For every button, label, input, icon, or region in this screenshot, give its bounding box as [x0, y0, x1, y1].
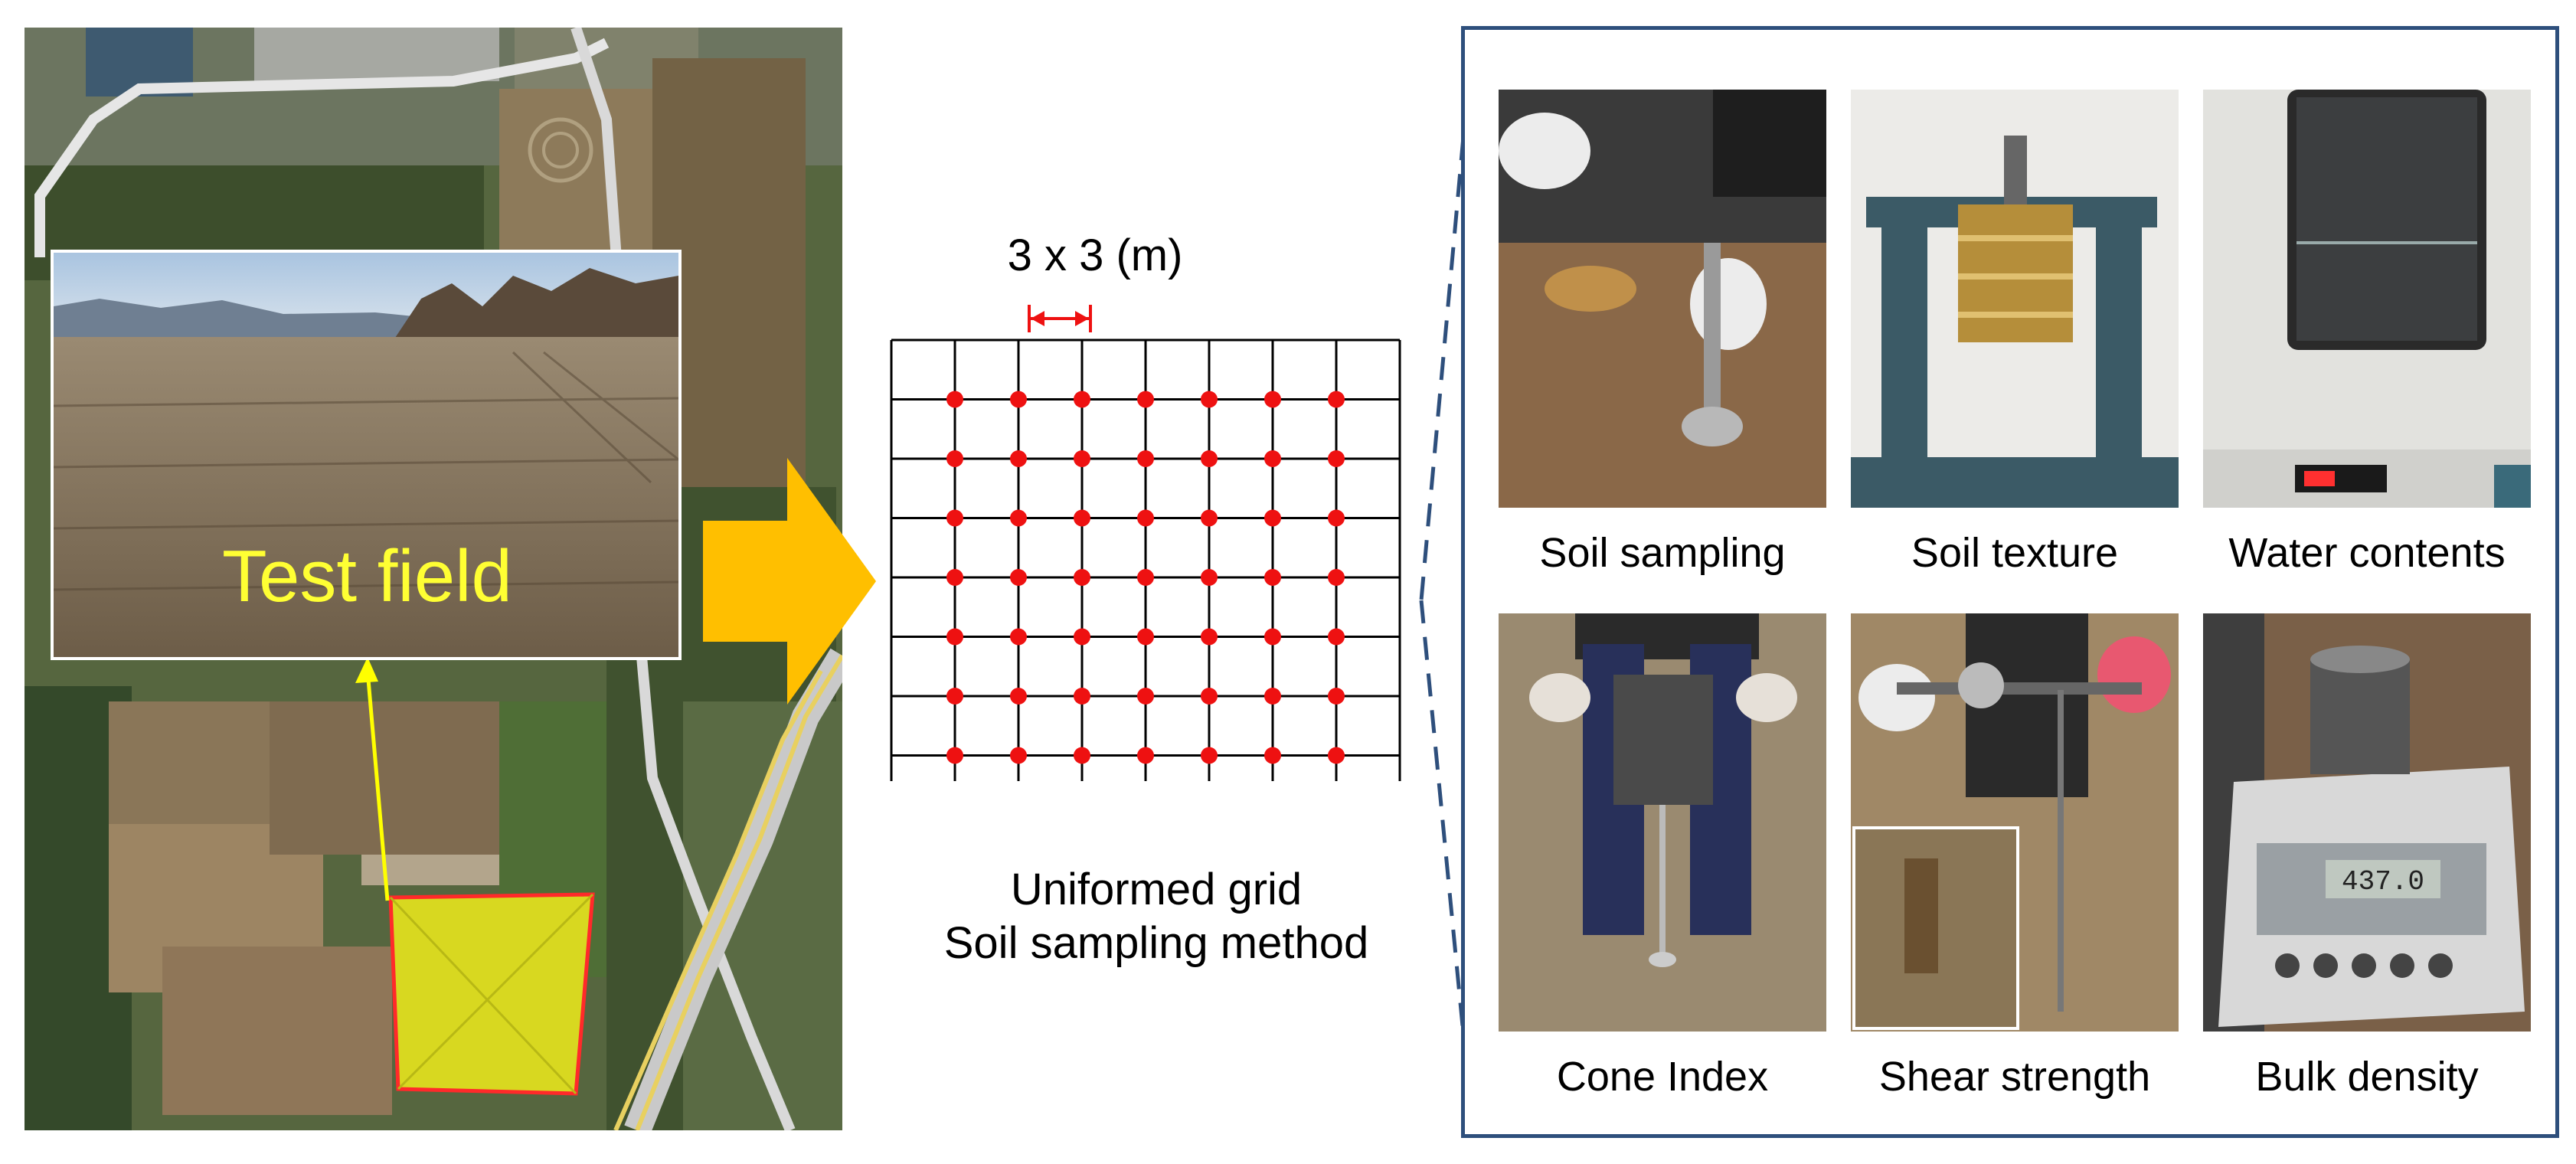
sampling-point: [1201, 628, 1218, 646]
sampling-point: [1264, 688, 1281, 705]
shear-strength-photo: [1851, 613, 2179, 1032]
field-photo-graphic: [54, 253, 678, 657]
photo-soil-texture: Soil texture: [1851, 90, 2179, 576]
sampling-point: [1264, 569, 1281, 586]
sampling-point: [1328, 688, 1345, 705]
sampling-point: [1074, 569, 1090, 586]
grid-spacing-label: 3 x 3 (m): [1007, 231, 1183, 280]
test-field-label: Test field: [222, 535, 512, 617]
pointer-line: [365, 670, 390, 901]
sampling-point: [1328, 391, 1345, 408]
spacing-dimension-marker: [1028, 305, 1092, 332]
water-contents-photo: [2203, 90, 2531, 508]
cone-index-photo: [1499, 613, 1826, 1032]
sampling-point: [1201, 509, 1218, 527]
sampling-point: [1074, 628, 1090, 646]
sampling-point: [1328, 450, 1345, 467]
caption-water-contents: Water contents: [2228, 530, 2506, 576]
photo-soil-sampling: Soil sampling: [1499, 90, 1826, 576]
sampling-point: [1201, 450, 1218, 467]
sampling-point: [1010, 628, 1027, 646]
grid-caption-line2: Soil sampling method: [943, 918, 1369, 968]
sampling-grid-diagram: 3 x 3 (m) Uniformed grid Soil sampling m…: [888, 230, 1424, 968]
sampling-point: [1010, 450, 1027, 467]
sampling-point: [1074, 688, 1090, 705]
sampling-point: [1010, 747, 1027, 764]
scale-readout: 437.0: [2342, 866, 2424, 898]
flow-arrow: [703, 458, 876, 705]
sampling-point: [1328, 569, 1345, 586]
sampling-point: [1264, 509, 1281, 527]
sampling-point: [1201, 688, 1218, 705]
sampling-point: [946, 450, 963, 467]
sampling-point: [1137, 688, 1154, 705]
soil-sampling-photo: [1499, 90, 1826, 508]
sampling-point: [1010, 509, 1027, 527]
sampling-point: [1201, 391, 1218, 408]
photo-bulk-density: 437.0 Bulk density: [2203, 613, 2531, 1100]
sampling-point: [1074, 391, 1090, 408]
sampling-point: [1137, 509, 1154, 527]
sampling-point: [1328, 747, 1345, 764]
sampling-point: [946, 391, 963, 408]
sampling-point: [946, 688, 963, 705]
sampling-point: [1328, 628, 1345, 646]
sampling-point: [1074, 747, 1090, 764]
sampling-point: [1201, 569, 1218, 586]
sampling-point: [1264, 450, 1281, 467]
sampling-point: [946, 747, 963, 764]
sampling-point: [1074, 509, 1090, 527]
soil-texture-photo: [1851, 90, 2179, 508]
pointer-arrowhead: [355, 657, 378, 683]
sampling-point: [1137, 747, 1154, 764]
sampling-point: [1010, 391, 1027, 408]
grid-points: [946, 391, 1345, 764]
grid-svg: [890, 305, 1401, 781]
sampling-point: [1010, 569, 1027, 586]
sampling-point: [1201, 747, 1218, 764]
sampling-point: [946, 628, 963, 646]
measurement-panel: Soil sampling Soil texture: [1461, 26, 2559, 1138]
sampling-point: [1264, 628, 1281, 646]
sampling-point: [1137, 391, 1154, 408]
sampling-point: [1010, 688, 1027, 705]
sampling-point: [1137, 628, 1154, 646]
photo-cone-index: Cone Index: [1499, 613, 1826, 1100]
caption-shear-strength: Shear strength: [1878, 1054, 2151, 1100]
test-field-photo: Test field: [51, 250, 682, 660]
sampling-point: [1328, 509, 1345, 527]
sampling-point: [946, 509, 963, 527]
caption-soil-texture: Soil texture: [1911, 530, 2119, 576]
caption-cone-index: Cone Index: [1556, 1054, 1769, 1100]
photo-shear-strength: Shear strength: [1851, 613, 2179, 1100]
grid-caption-line1: Uniformed grid: [1010, 865, 1303, 914]
sampling-point: [1074, 450, 1090, 467]
sampling-point: [1264, 747, 1281, 764]
photo-water-contents: Water contents: [2203, 90, 2531, 576]
sampling-point: [1264, 391, 1281, 408]
sampling-point: [1137, 450, 1154, 467]
bulk-density-photo: 437.0: [2203, 613, 2531, 1032]
caption-bulk-density: Bulk density: [2255, 1054, 2479, 1100]
sampling-point: [946, 569, 963, 586]
sampling-point: [1137, 569, 1154, 586]
caption-soil-sampling: Soil sampling: [1539, 530, 1786, 576]
